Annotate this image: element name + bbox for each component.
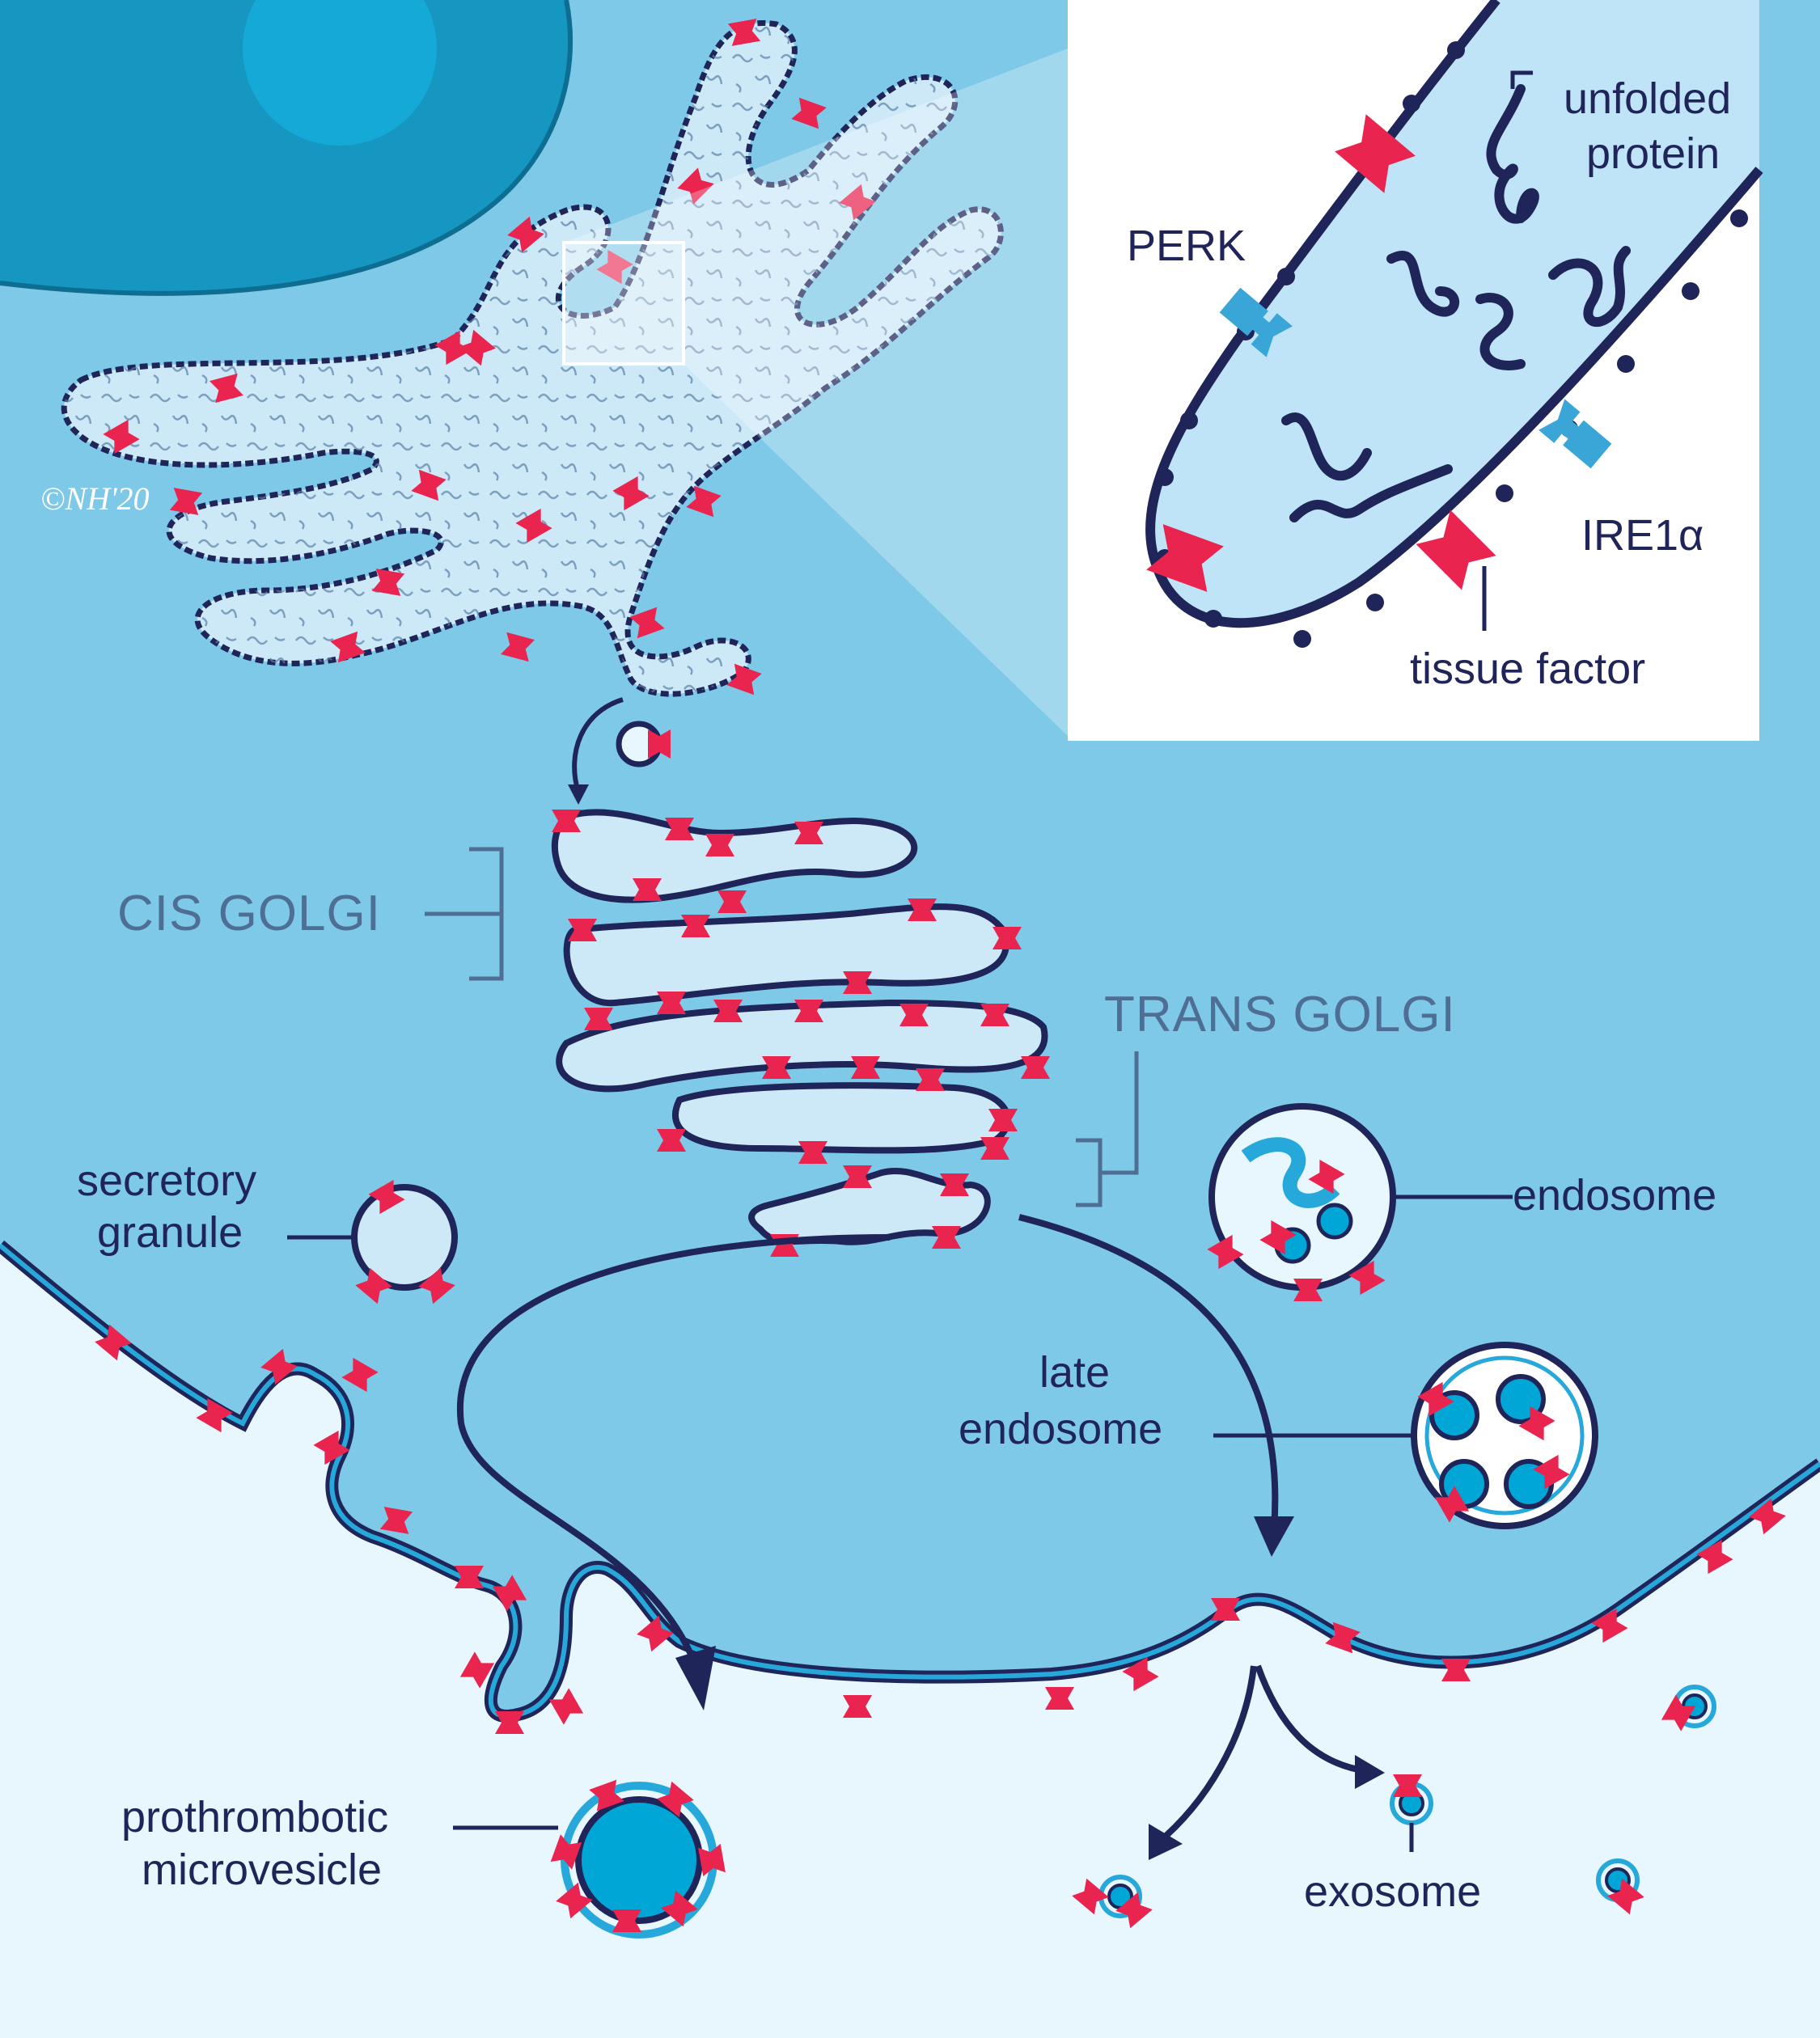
endoplasmic-reticulum (61, 20, 1004, 697)
trans-golgi-bracket (1076, 1051, 1139, 1207)
zoom-cone (564, 49, 1068, 736)
label-trans-golgi: TRANS GOLGI (1104, 987, 1456, 1042)
er-to-golgi-arrow (572, 697, 624, 793)
exosome (1390, 1774, 1433, 1825)
label-cis-golgi: CIS GOLGI (117, 886, 381, 941)
cis-golgi-bracket (425, 847, 504, 981)
transport-vesicle (616, 721, 671, 767)
secretory-granule (351, 1179, 458, 1304)
arrow-to-microvesicle (456, 1234, 891, 1668)
nucleolus (243, 0, 437, 146)
prothrombotic-microvesicle (550, 1779, 726, 1939)
golgi-cisterna-2 (563, 903, 1009, 1007)
label-prothrombotic-microvesicle-2: microvesicle (142, 1846, 382, 1894)
exosomes (1072, 1685, 1716, 1929)
label-late-endosome-1: late (1039, 1348, 1110, 1397)
exosome (1596, 1858, 1644, 1915)
golgi-cisterna-1 (551, 809, 918, 903)
label-secretory-granule-1: secretory (77, 1156, 256, 1205)
zoom-source-box (562, 241, 685, 366)
label-late-endosome-2: endosome (959, 1405, 1162, 1453)
label-unfolded-protein-1: unfolded (1564, 74, 1731, 123)
label-ire1a: IRE1α (1581, 511, 1704, 560)
late-endosome (1411, 1342, 1598, 1529)
label-prothrombotic-microvesicle-1: prothrombotic (121, 1793, 388, 1841)
inset-panel (1068, 0, 1763, 741)
exosome (1072, 1875, 1153, 1929)
label-tissue-factor: tissue factor (1410, 645, 1645, 693)
label-perk: PERK (1127, 222, 1246, 270)
label-secretory-granule-2: granule (97, 1208, 243, 1257)
golgi-cisterna-4 (672, 1082, 1011, 1154)
endosome (1207, 1103, 1396, 1301)
label-unfolded-protein-2: protein (1586, 129, 1720, 178)
arrow-to-exosome-release (1018, 1214, 1279, 1529)
artist-signature: ©NH'20 (40, 480, 150, 517)
arrow-exosome-right (1255, 1664, 1368, 1774)
exosome (1661, 1685, 1716, 1731)
label-exosome: exosome (1304, 1867, 1481, 1916)
extracellular-space (0, 1245, 1820, 2038)
arrow-exosome-left (1154, 1665, 1257, 1847)
label-endosome: endosome (1513, 1171, 1716, 1220)
unfolded-protein-pointer (1510, 70, 1533, 89)
